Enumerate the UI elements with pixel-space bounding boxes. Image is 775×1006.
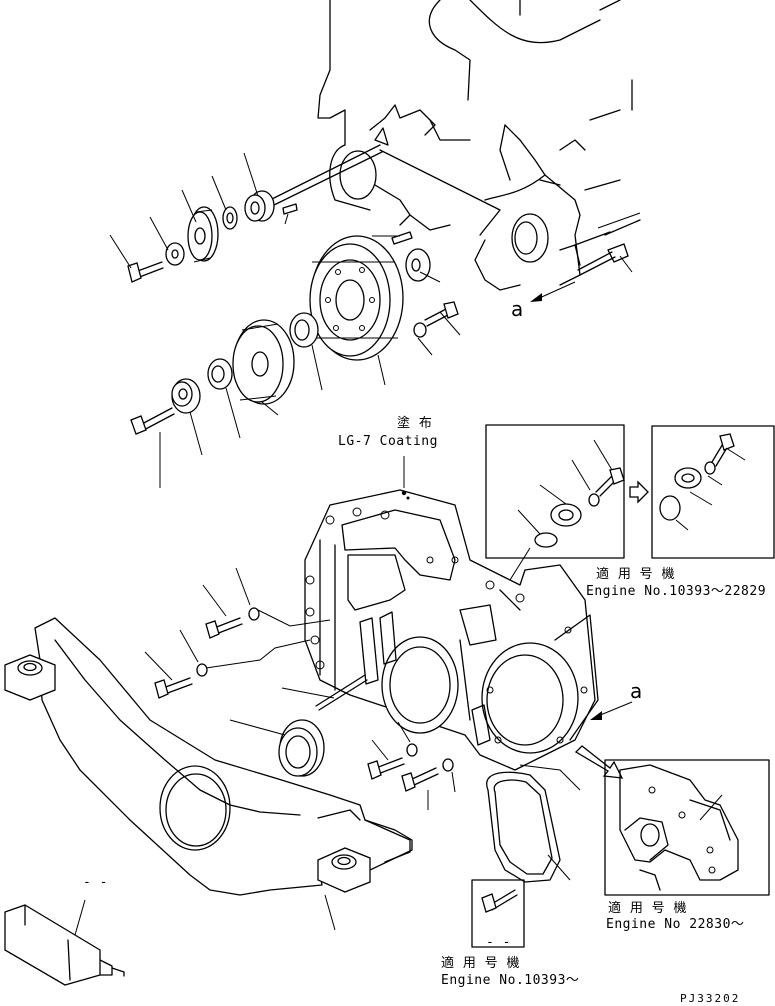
inset-dash-label: - - — [486, 935, 511, 950]
cover-bolts-left — [144, 567, 331, 699]
dowel-pin — [281, 674, 368, 711]
applicable-label-2: 適 用 号 機 — [608, 901, 687, 916]
gasket — [486, 764, 581, 883]
detail-box-3 — [604, 759, 770, 896]
view-marker-a-upper: a — [511, 297, 524, 321]
oil-pump-gear-assembly — [130, 312, 323, 488]
coating-label-en: LG-7 Coating — [338, 434, 438, 449]
engine-range-3: Engine No.10393～ — [441, 973, 580, 988]
coating-label-jp: 塗 布 — [397, 416, 433, 431]
inset-bolt — [471, 879, 525, 948]
view-marker-a-lower: a — [630, 679, 643, 703]
applicable-label-3: 適 用 号 機 — [441, 956, 520, 971]
view-arrow-a-upper — [530, 281, 576, 302]
front-seal — [229, 719, 325, 777]
bolt-upper-right — [577, 243, 633, 276]
detail-box-1 — [485, 424, 625, 581]
applicable-label-1: 適 用 号 機 — [596, 567, 675, 582]
engine-range-1: Engine No.10393～22829 — [586, 584, 767, 599]
front-support-bracket — [4, 617, 413, 931]
front-cover — [304, 489, 599, 771]
crank-gear — [309, 231, 461, 386]
hollow-arrow-right-icon — [574, 745, 624, 779]
engine-range-2: Engine No 22830～ — [606, 917, 745, 932]
cover-bolts-lower — [367, 721, 456, 810]
engine-block — [317, 0, 641, 291]
spacer-dash-label: - - — [83, 875, 108, 890]
detail-box-2 — [651, 425, 775, 559]
drawing-id: PJ33202 — [680, 992, 741, 1005]
idler-gear-assembly — [109, 127, 389, 283]
hollow-arrow-right-icon — [629, 480, 649, 504]
view-arrow-a-lower — [590, 701, 633, 720]
spacer-block — [4, 899, 125, 986]
